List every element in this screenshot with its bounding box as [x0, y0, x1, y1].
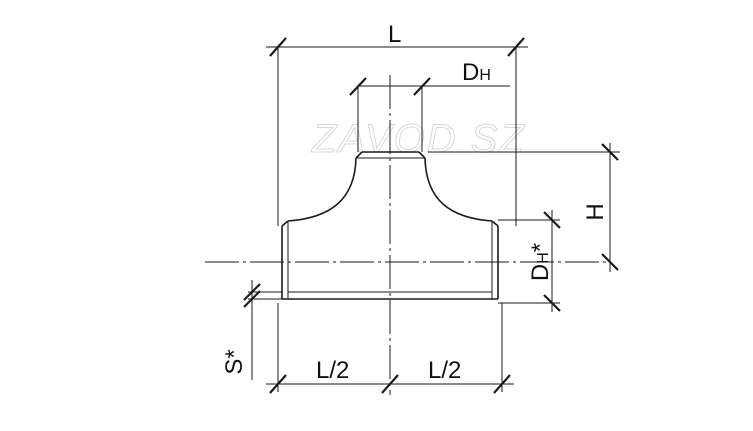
- watermark: ZAVOD SZ: [311, 117, 526, 161]
- half-length-left-label: L/2: [316, 357, 349, 384]
- wall-thickness-label: S*: [221, 349, 248, 374]
- dimension-wall-thickness: S*: [221, 280, 282, 380]
- length-label: L: [388, 21, 401, 48]
- height-label: H: [582, 203, 609, 220]
- run-diameter-label: DH*: [527, 243, 554, 281]
- half-length-right-label: L/2: [428, 357, 461, 384]
- dimension-run-diameter: DH*: [498, 210, 561, 312]
- dimension-length: L: [266, 21, 528, 226]
- branch-diameter-label: DH: [462, 59, 491, 86]
- dimension-half-lengths: L/2 L/2: [266, 303, 514, 394]
- dimension-height: H: [428, 143, 620, 272]
- dimension-branch-diameter: DH: [349, 59, 510, 152]
